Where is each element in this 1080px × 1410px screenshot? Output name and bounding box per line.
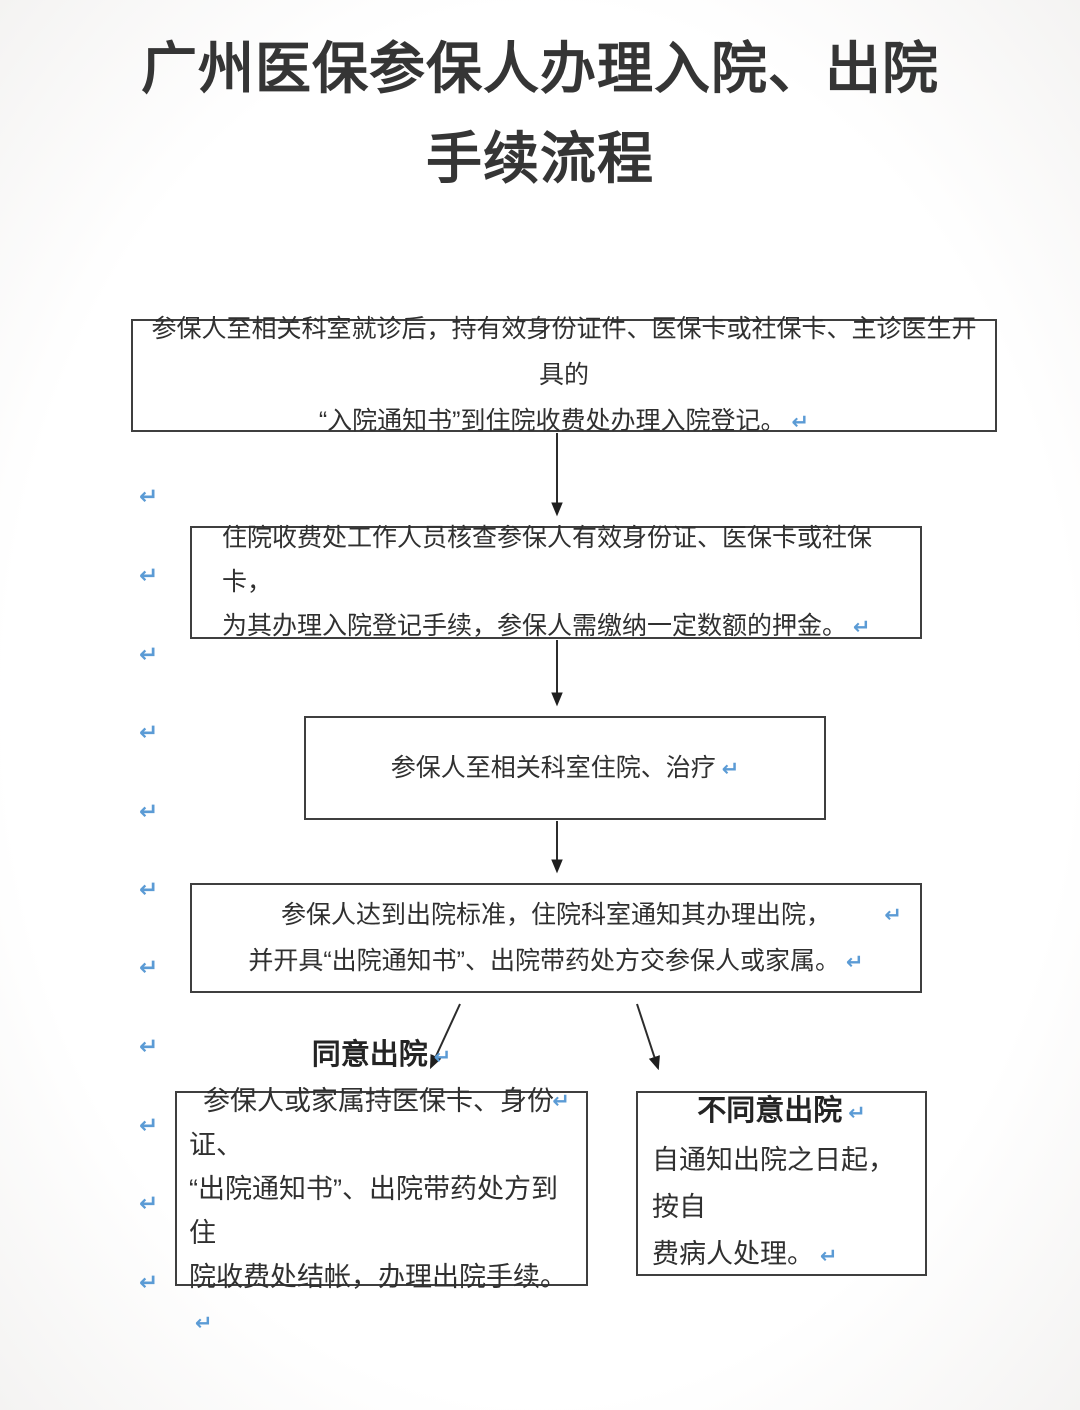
paragraph-return-icon: ↵	[195, 1310, 213, 1335]
paragraph-return-icon: ↵	[791, 410, 810, 434]
paragraph-return-icon: ↵	[552, 1088, 570, 1113]
flow-branch-agree-discharge: 同意出院↵ 参保人或家属持医保卡、身份证、 ↵ “出院通知书”、出院带药处方到住…	[175, 1039, 588, 1335]
paragraph-return-icon: ↵	[139, 955, 159, 981]
paragraph-return-icon: ↵	[721, 756, 740, 781]
paragraph-return-icon: ↵	[853, 615, 871, 639]
flow-branch-disagree-discharge: 不同意出院↵ 自通知出院之日起，按自 费病人处理。↵	[636, 1091, 927, 1276]
paragraph-return-icon: ↵	[848, 1100, 866, 1125]
step3-line1: 参保人至相关科室住院、治疗↵	[390, 753, 740, 782]
step1-line1: 参保人至相关科室就诊后，持有效身份证件、医保卡或社保卡、主诊医生开具的	[151, 315, 977, 389]
flow-step-fee-office-check: 住院收费处工作人员核查参保人有效身份证、医保卡或社保卡， 为其办理入院登记手续，…	[190, 524, 922, 640]
step4-line1: 参保人达到出院标准，住院科室通知其办理出院， ↵	[206, 892, 906, 938]
disagree-line2: 费病人处理。↵	[652, 1238, 838, 1269]
paragraph-return-icon: ↵	[139, 1034, 159, 1060]
step2-line1: 住院收费处工作人员核查参保人有效身份证、医保卡或社保卡，	[222, 524, 873, 596]
disagree-branch-title: 不同意出院↵	[697, 1094, 866, 1127]
flow-step-admission-registration: 参保人至相关科室就诊后，持有效身份证件、医保卡或社保卡、主诊医生开具的 “入院通…	[131, 315, 997, 435]
arrow-step4-to-disagree	[636, 1003, 660, 1071]
agree-line1: 参保人或家属持医保卡、身份证、 ↵	[189, 1079, 574, 1167]
page-title-line1: 广州医保参保人办理入院、出院	[141, 37, 939, 100]
paragraph-return-icon: ↵	[139, 484, 159, 510]
paragraph-return-icon: ↵	[820, 1243, 838, 1268]
agree-branch-title: 同意出院↵	[311, 1038, 452, 1071]
paragraph-return-icon: ↵	[139, 1191, 159, 1217]
page-title-line2: 手续流程	[426, 127, 654, 190]
paragraph-return-icon: ↵	[139, 642, 159, 668]
paragraph-return-icon: ↵	[433, 1044, 452, 1069]
paragraph-return-icon: ↵	[139, 1270, 159, 1296]
agree-line3: 院收费处结帐，办理出院手续。↵	[189, 1261, 567, 1335]
paragraph-return-icon: ↵	[884, 902, 902, 927]
step1-line2: “入院通知书”到住院收费处办理入院登记。↵	[318, 407, 810, 435]
disagree-line1: 自通知出院之日起，按自	[652, 1144, 895, 1222]
step4-line2: 并开具“出院通知书”、出院带药处方交参保人或家属。↵	[248, 946, 864, 975]
page-title: 广州医保参保人办理入院、出院 手续流程	[0, 24, 1080, 204]
flow-step-hospitalization-treatment: 参保人至相关科室住院、治疗↵	[304, 716, 826, 820]
paragraph-return-icon: ↵	[139, 877, 159, 903]
paragraph-return-icon: ↵	[139, 799, 159, 825]
paragraph-return-icon: ↵	[139, 563, 159, 589]
paragraph-return-icon: ↵	[139, 1113, 159, 1139]
paragraph-return-icon: ↵	[139, 720, 159, 746]
step2-line2: 为其办理入院登记手续，参保人需缴纳一定数额的押金。↵	[222, 612, 871, 640]
agree-line2: “出院通知书”、出院带药处方到住	[189, 1173, 558, 1248]
flow-step-discharge-notice: 参保人达到出院标准，住院科室通知其办理出院， ↵ 并开具“出院通知书”、出院带药…	[190, 883, 922, 993]
paragraph-return-icon: ↵	[846, 949, 864, 974]
